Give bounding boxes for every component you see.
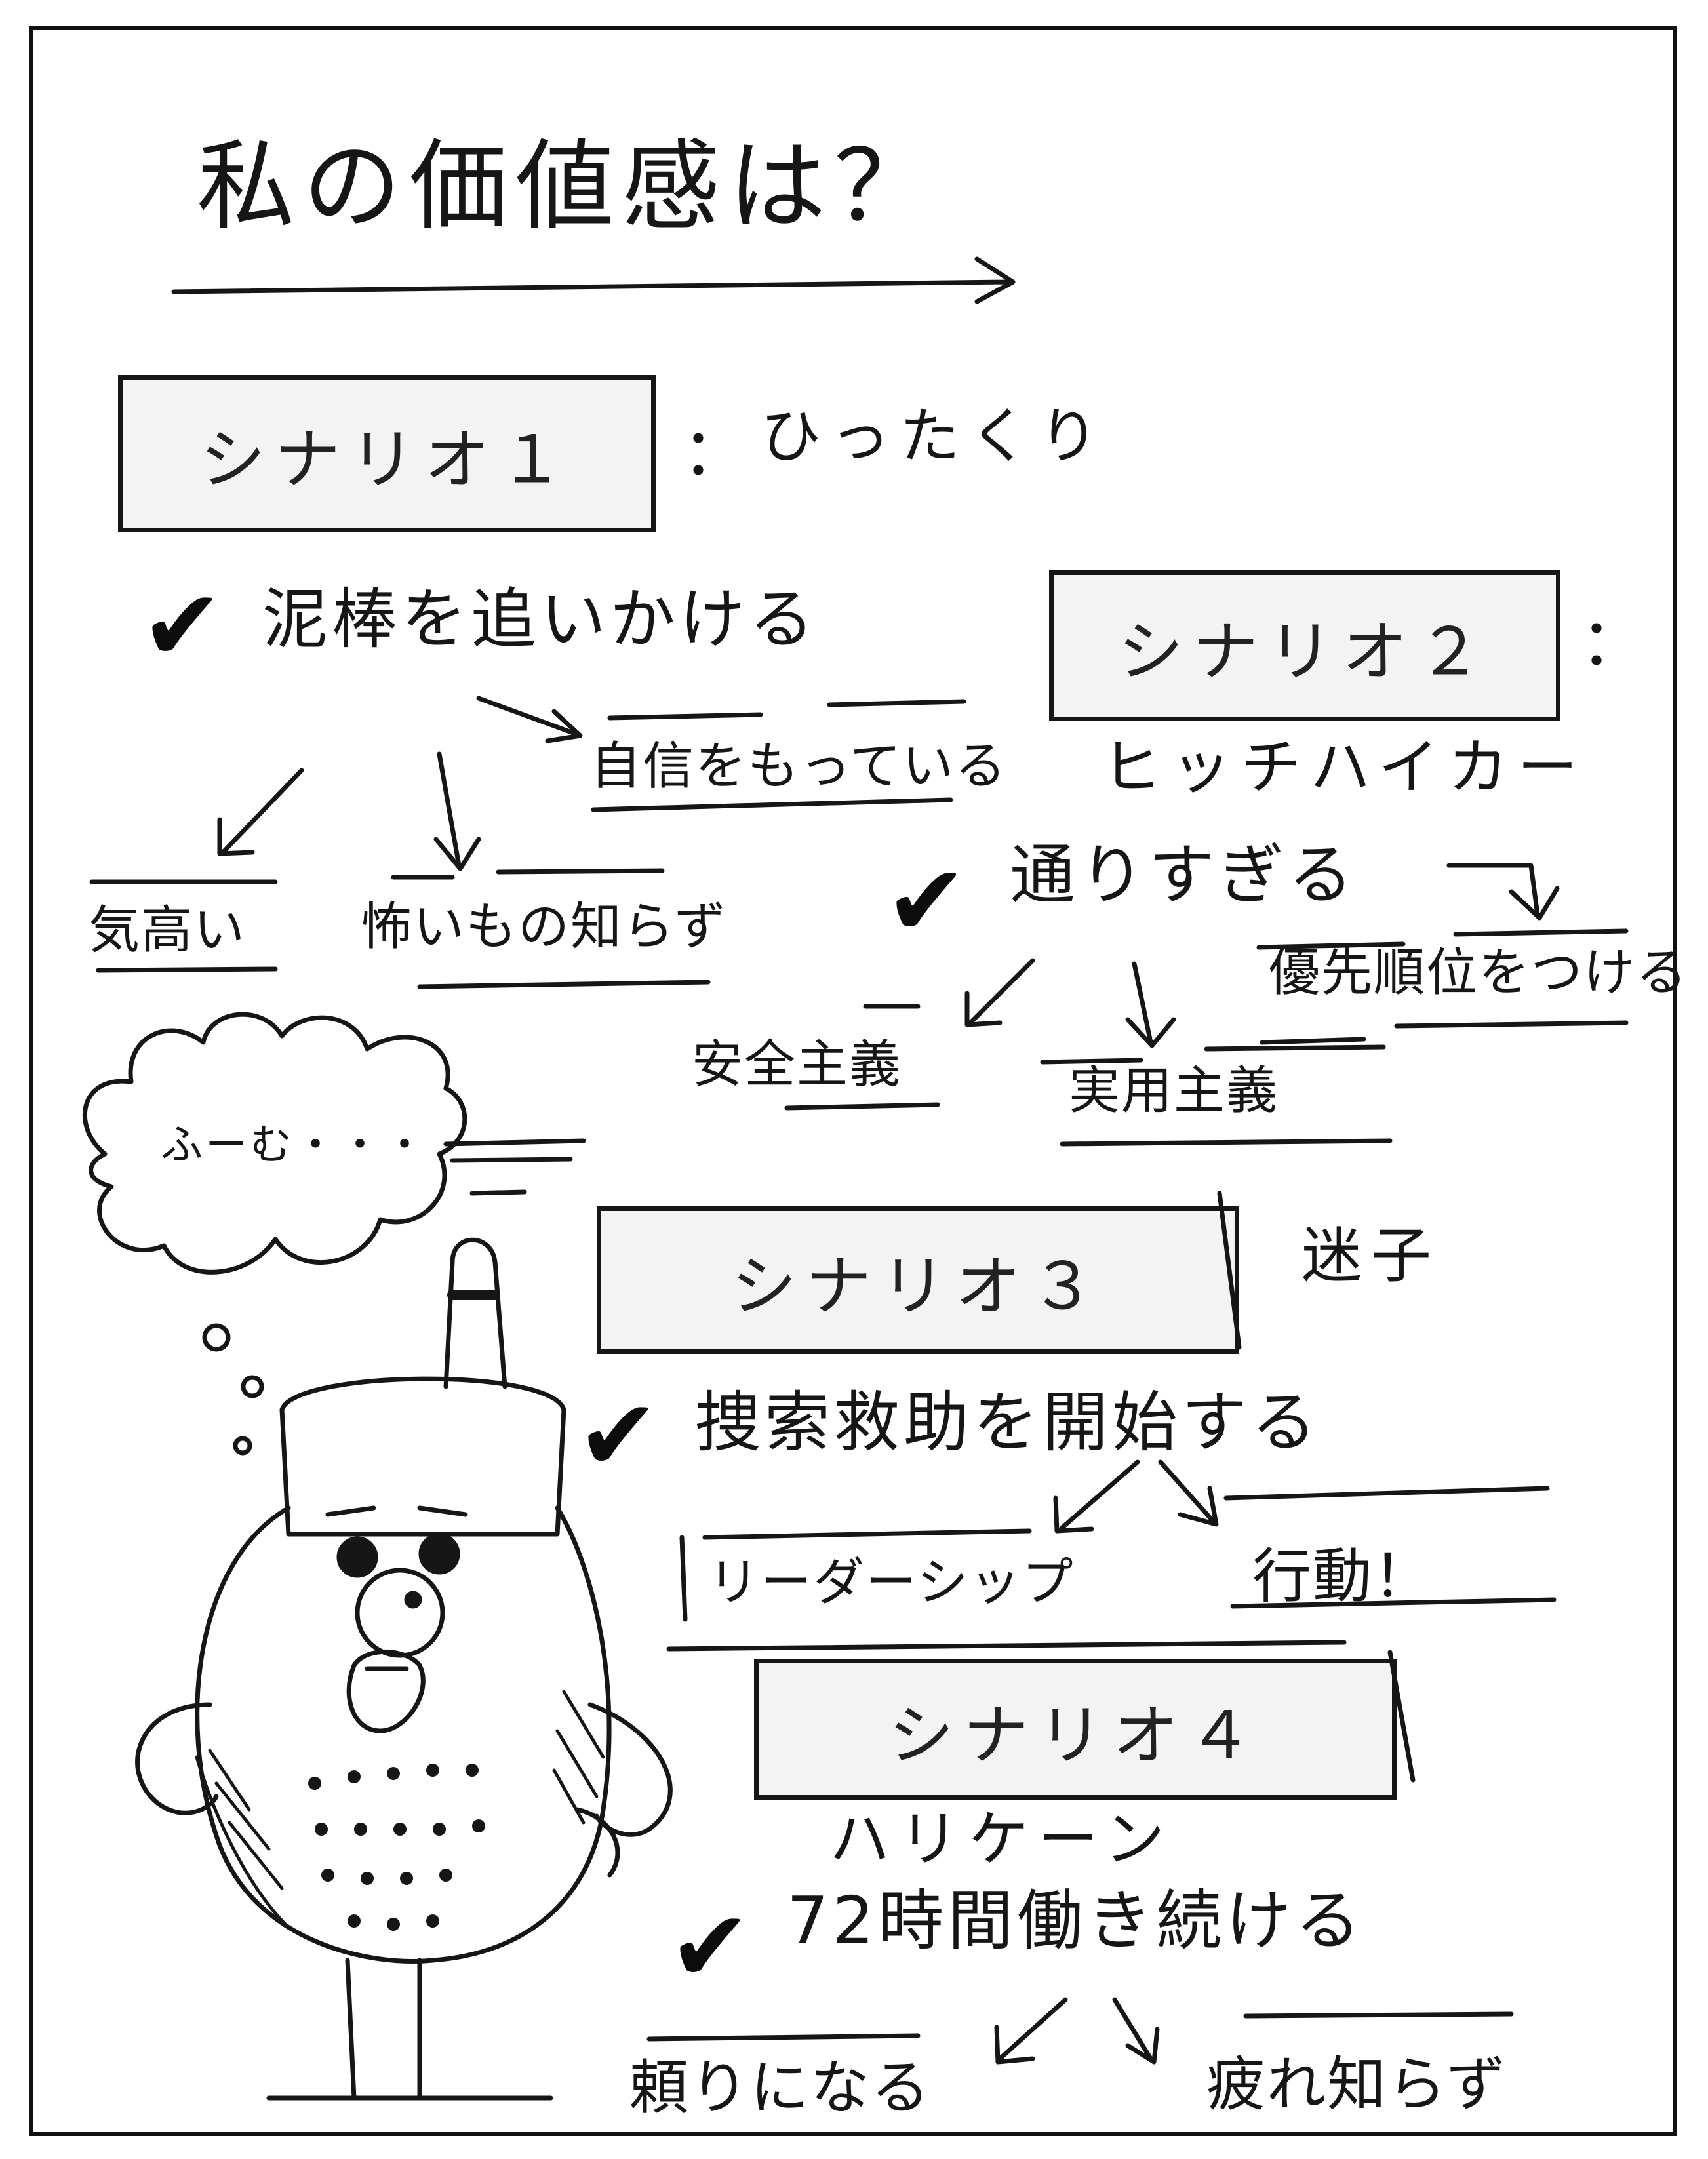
scenario-1-value-confident: 自信をもっている [590,737,1008,796]
scenario-4-box: シナリオ４ [754,1659,1397,1800]
check-icon: ✔ [885,844,968,959]
check-icon: ✔ [669,1890,751,2004]
page-frame [29,26,1677,2136]
scenario-2-name: ヒッチハイカー [1102,732,1587,802]
scenario-4-underlines [646,2011,1514,2042]
scenario-3-action: 捜索救助を開始する [695,1384,1321,1461]
scenario-1-action: 泥棒を追いかける [262,581,818,658]
scenario-2-label: シナリオ２ [1118,613,1492,690]
scenario-1-name: ひったくり [761,401,1109,471]
scenario-4-name: ハリケーン [829,1804,1174,1874]
scenario-2-value-prioritize: 優先順位をつける [1269,943,1689,1002]
scenario-1-box: シナリオ１ [118,375,656,532]
scenario-4-value-reliable: 頼りになる [629,2053,931,2122]
scenario-2-action: 通りすぎる [1010,837,1357,913]
page-title: 私の価値感は？ [197,130,941,244]
scenario-2-value-safety: 安全主義 [692,1035,902,1094]
scenario-1-underlines [89,699,966,989]
scenario-2-value-pragmatism: 実用主義 [1069,1061,1279,1120]
scenario-3-value-leadership: リーダーシップ [708,1553,1075,1612]
scenario-2-underlines [784,928,1629,1147]
scenario-1-value-noble: 気高い [89,901,247,960]
title-arrow-icon [171,256,1016,304]
check-icon: ✔ [141,569,224,683]
thought-cloud [83,1012,586,1456]
scenario-1-value-fearless: 怖いもの知らず [361,898,727,957]
scenario-4-label: シナリオ４ [888,1697,1262,1773]
scenario-2-box: シナリオ２ [1049,570,1560,721]
scenario-3-underlines [666,1486,1557,1652]
scenario-2-separator: ： [1580,604,1646,681]
scenario-2-arrows [964,863,1560,1048]
scenario-1-separator: ： [682,414,747,490]
scenario-3-label: シナリオ３ [731,1248,1105,1324]
scenario-3-arrows [1053,1459,1219,1534]
thought-bubble-text: ふーむ・・・ [161,1121,428,1170]
scenario-1-arrows [217,696,583,871]
scenario-3-box-edge [1217,1191,1242,1350]
scenario-3-name: 迷子 [1301,1221,1441,1291]
scenario-4-action: 72時間働き続ける [787,1882,1365,1959]
scenario-4-box-edge [1387,1650,1416,1783]
scenario-3-box: シナリオ３ [597,1206,1239,1354]
scenario-4-value-tireless: 疲れ知らず [1206,2050,1507,2119]
character-illustration [135,1237,673,2101]
scenario-3-value-action: 行動！ [1252,1542,1433,1611]
scenario-4-arrows [994,1997,1160,2065]
check-icon: ✔ [577,1379,660,1493]
body-dots [308,1764,485,1931]
scenario-1-label: シナリオ１ [200,421,574,498]
